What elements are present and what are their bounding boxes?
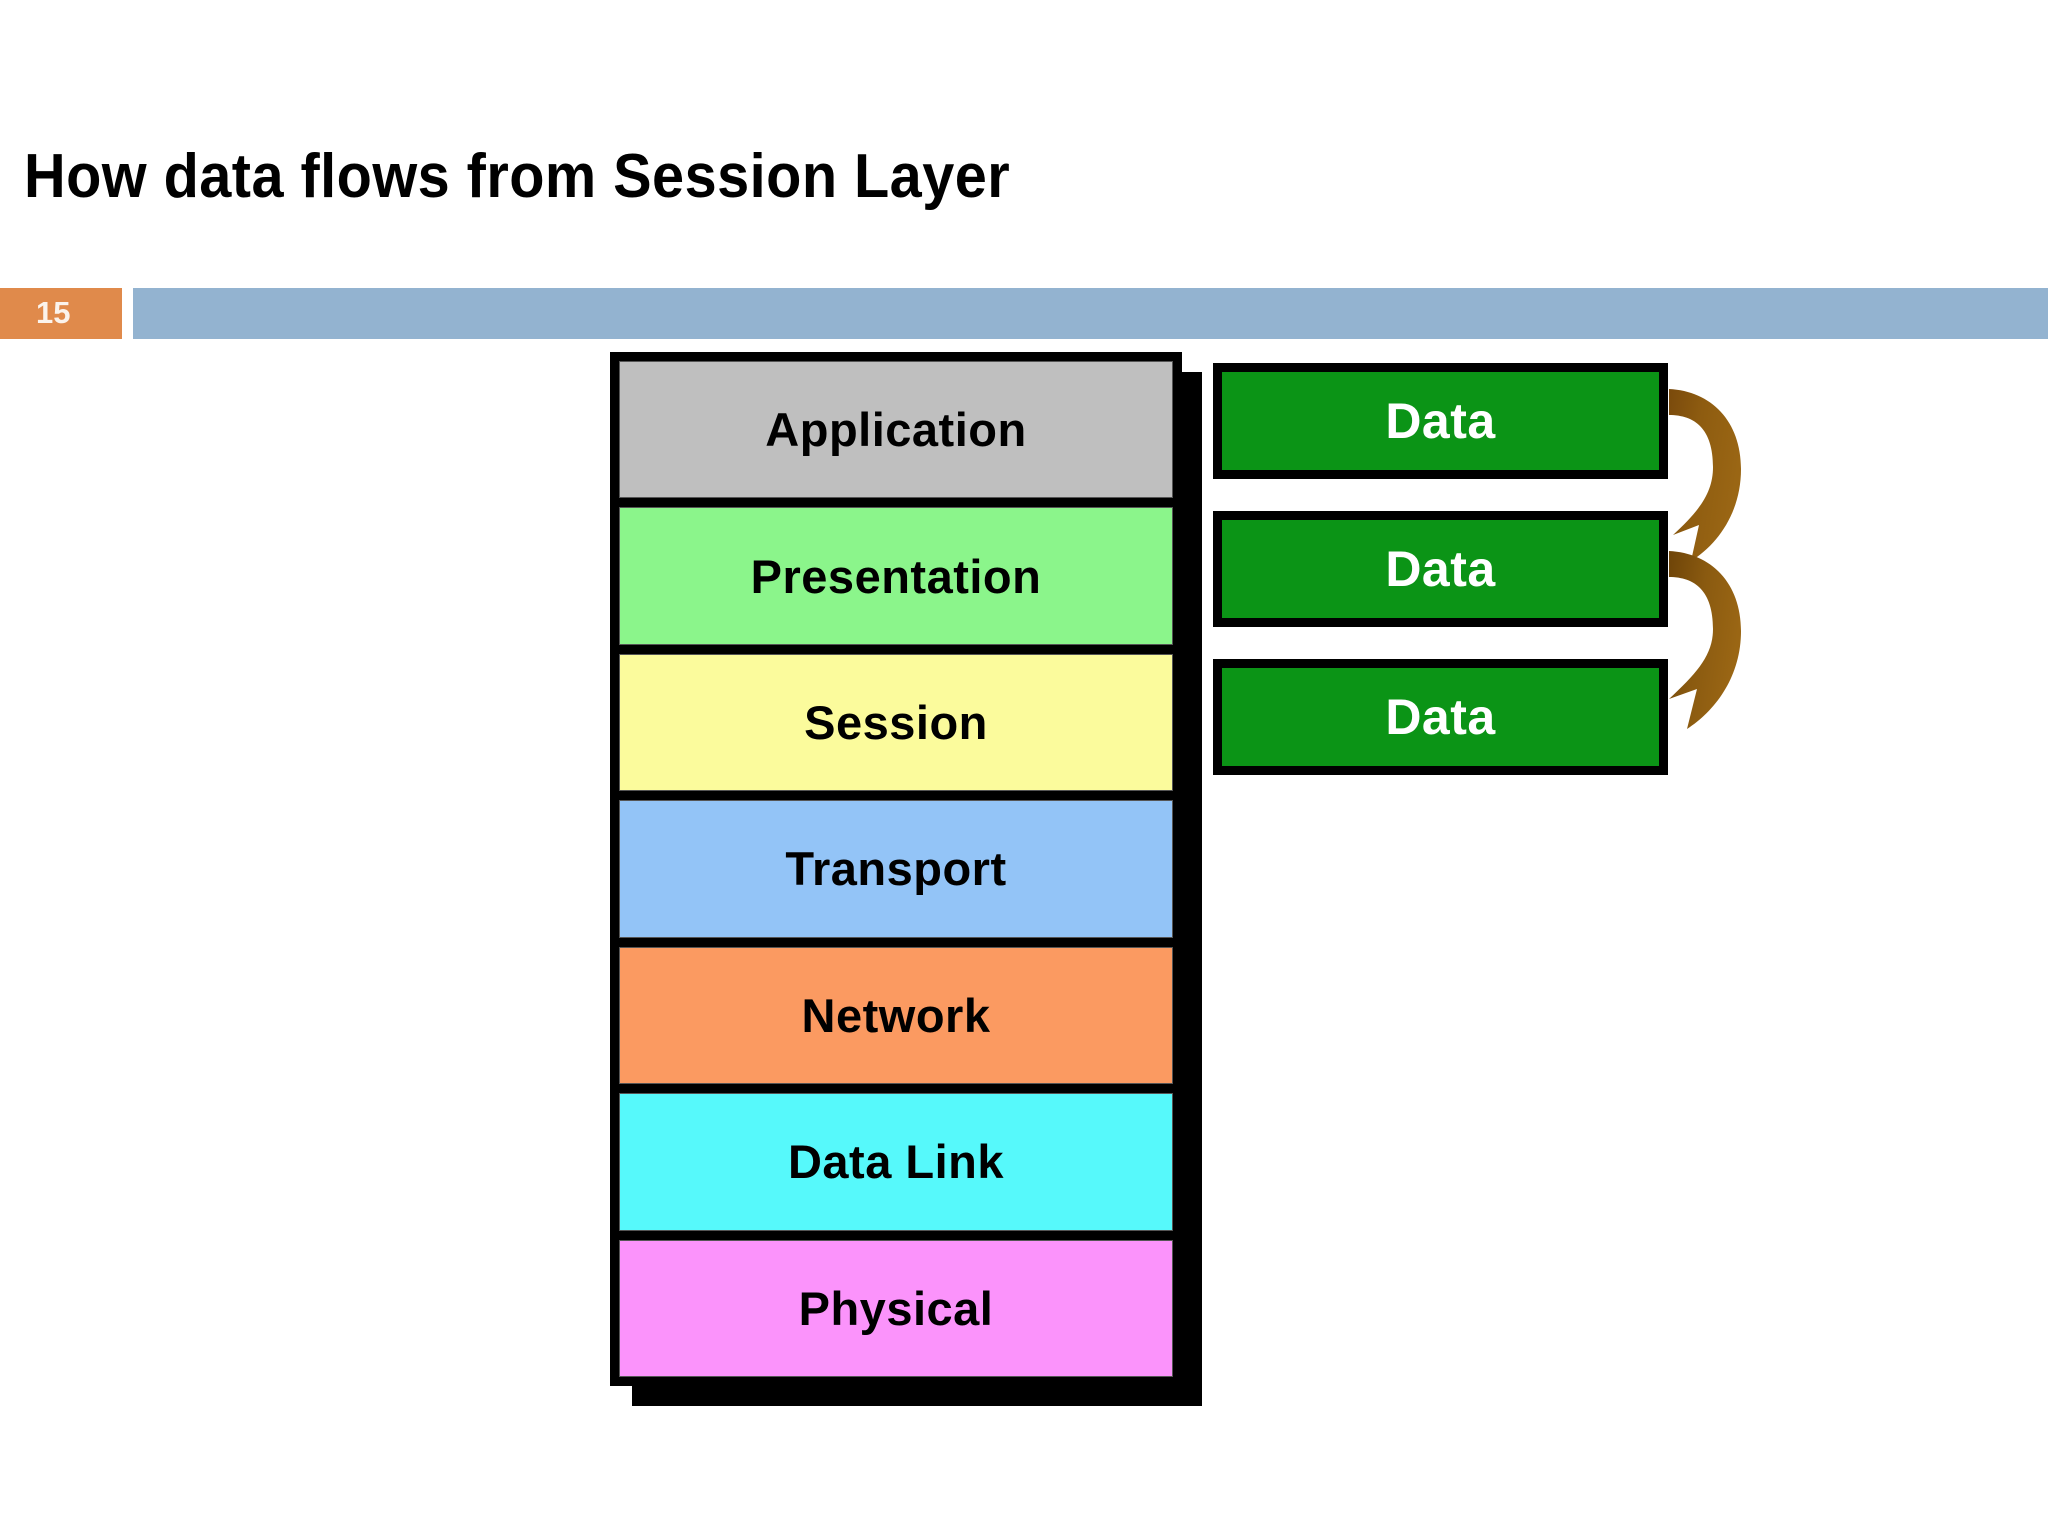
osi-layer-label: Data Link <box>787 1135 1005 1189</box>
data-packet-box: Data <box>1213 363 1668 479</box>
osi-layer-label: Presentation <box>750 549 1042 603</box>
data-packet-box: Data <box>1213 659 1668 775</box>
data-packet-label: Data <box>1385 689 1496 745</box>
data-packet-fill: Data <box>1222 520 1659 618</box>
osi-layer-row: Application <box>619 361 1173 499</box>
footer-band: 15 <box>0 288 2048 339</box>
osi-layer-label: Application <box>765 403 1027 457</box>
osi-layer-row: Data Link <box>619 1093 1173 1231</box>
data-packet-label: Data <box>1385 541 1496 597</box>
osi-layer-label: Session <box>804 696 988 750</box>
osi-layer-label: Physical <box>798 1281 994 1335</box>
page-number-badge: 15 <box>0 288 122 339</box>
data-packet-label: Data <box>1385 393 1496 449</box>
header-rule-bar <box>133 288 2048 339</box>
osi-layer-row: Physical <box>619 1239 1173 1377</box>
page-title: How data flows from Session Layer <box>24 142 1011 211</box>
curved-flow-arrow-lower <box>1669 551 1741 729</box>
page-number-label: 15 <box>36 295 71 330</box>
data-packet-fill: Data <box>1222 668 1659 766</box>
curved-flow-arrow-group <box>1655 385 1765 765</box>
curved-flow-arrow-upper <box>1669 389 1741 561</box>
data-packet-box: Data <box>1213 511 1668 627</box>
osi-layer-label: Network <box>801 988 991 1042</box>
osi-layer-row: Presentation <box>619 507 1173 645</box>
osi-layer-row: Network <box>619 946 1173 1085</box>
osi-layer-label: Transport <box>785 842 1007 896</box>
osi-layer-row: Session <box>619 653 1173 792</box>
data-packet-fill: Data <box>1222 372 1659 470</box>
osi-layer-row: Transport <box>619 800 1173 938</box>
